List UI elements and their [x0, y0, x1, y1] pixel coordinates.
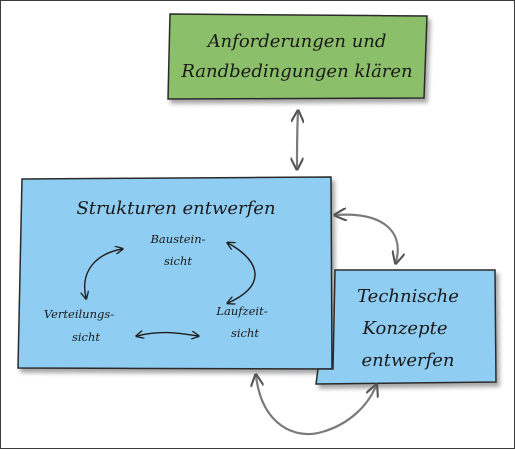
deployment-view-line1: Verteilungs-	[44, 307, 114, 321]
concepts-box: Technische Konzepte entwerfen	[315, 269, 497, 385]
arrow-structures-concepts	[336, 215, 398, 262]
deployment-view-line2: sicht	[72, 330, 100, 344]
concepts-title-line3: entwerfen	[361, 350, 454, 371]
concepts-title-line1: Technische	[357, 286, 459, 307]
requirements-box: Anforderungen und Randbedingungen klären	[167, 13, 428, 100]
building-block-view-line1: Baustein-	[149, 232, 205, 246]
runtime-view-line1: Laufzeit-	[215, 304, 267, 318]
concepts-title-line2: Konzepte	[362, 318, 448, 339]
arrow-structures-concepts-bottom	[256, 376, 376, 436]
requirements-title-line2: Randbedingungen klären	[180, 61, 412, 82]
structures-box: Strukturen entwerfen Baustein- sicht Lau…	[17, 176, 333, 370]
arrow-deployment-runtime	[137, 333, 198, 336]
arrow-requirements-structures	[297, 112, 298, 168]
runtime-view-line2: sicht	[231, 326, 259, 340]
arrow-building-block-runtime	[228, 243, 256, 303]
requirements-title-line1: Anforderungen und	[206, 31, 387, 52]
arrow-building-block-deployment	[85, 249, 122, 298]
building-block-view-line2: sicht	[164, 254, 192, 268]
structures-title: Strukturen entwerfen	[76, 198, 275, 219]
